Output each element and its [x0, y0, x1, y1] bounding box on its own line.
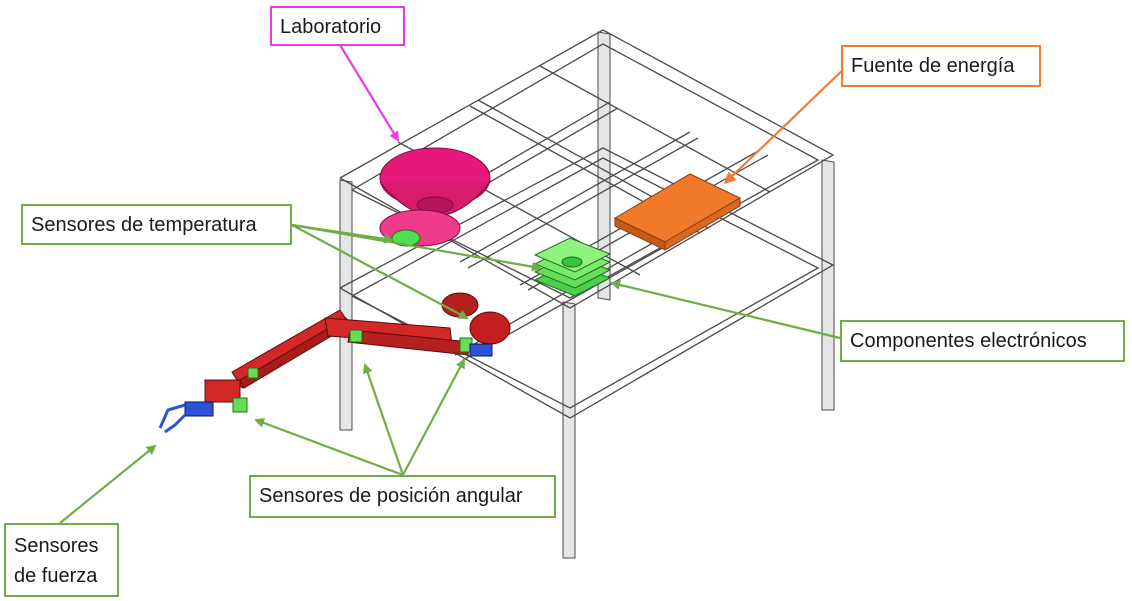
arrow-temperatura-3	[291, 224, 469, 319]
label-fuente-energia: Fuente de energía	[841, 45, 1041, 87]
arrow-fuerza	[59, 444, 157, 524]
label-sensores-posicion-angular-text: Sensores de posición angular	[259, 485, 523, 507]
arrow-fuente	[723, 64, 849, 185]
label-sensores-posicion-angular: Sensores de posición angular	[249, 475, 556, 518]
gripper	[158, 343, 493, 434]
arrow-laboratorio	[339, 44, 400, 142]
laboratorio-funnel	[379, 147, 491, 247]
annotation-arrows	[59, 44, 849, 524]
label-sensores-temperatura: Sensores de temperatura	[21, 204, 292, 245]
arrow-componentes	[610, 280, 841, 340]
label-sensores-fuerza-line2: de fuerza	[14, 565, 98, 587]
robot-arm	[204, 292, 511, 403]
angle-sensors	[232, 329, 473, 413]
power-supply-block	[613, 173, 742, 251]
electronics-stack	[533, 237, 612, 297]
label-sensores-fuerza-line1: Sensores	[14, 535, 99, 557]
label-fuente-energia-text: Fuente de energía	[851, 55, 1015, 77]
arrow-temperatura-2	[291, 223, 542, 272]
label-laboratorio-text: Laboratorio	[280, 16, 382, 38]
arrow-posicion-1	[254, 418, 404, 477]
label-componentes-electronicos: Componentes electrónicos	[840, 320, 1125, 362]
label-sensores-temperatura-text: Sensores de temperatura	[31, 214, 257, 236]
arrow-posicion-2	[362, 363, 405, 476]
arrow-posicion-3	[402, 358, 465, 476]
label-sensores-fuerza: Sensores de fuerza	[4, 523, 119, 597]
label-laboratorio: Laboratorio	[270, 6, 405, 46]
label-componentes-electronicos-text: Componentes electrónicos	[850, 330, 1087, 352]
